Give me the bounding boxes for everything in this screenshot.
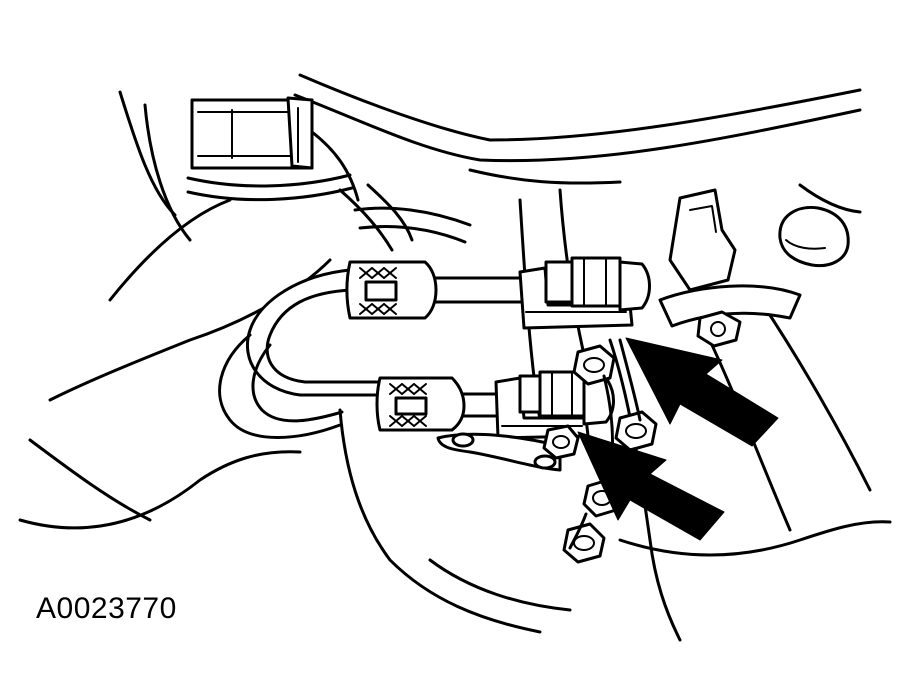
bolt [572, 344, 616, 386]
figure-id-label: A0023770 [36, 592, 177, 625]
bolt [614, 410, 658, 452]
bolt [542, 424, 580, 460]
upper-tube-nut [544, 256, 651, 312]
lower-callout-arrow [577, 431, 725, 541]
upper-line-fitting [345, 260, 438, 320]
mounting-bracket [436, 432, 562, 472]
arrow-icon [625, 337, 779, 447]
round-cap [778, 205, 850, 268]
cooler-hoses [218, 206, 472, 439]
arrow-icon [577, 431, 725, 541]
upper-cooler-line [345, 256, 651, 330]
lower-tube-nut [518, 370, 615, 426]
electrical-connector [190, 96, 314, 170]
lower-line-fitting [375, 376, 466, 432]
bolt [562, 522, 606, 564]
upper-frame-rail [293, 73, 862, 185]
upper-callout-arrow [625, 337, 779, 447]
lower-cooler-line [375, 370, 615, 440]
wiring-harness [186, 130, 414, 252]
sensor-bracket [658, 188, 802, 348]
